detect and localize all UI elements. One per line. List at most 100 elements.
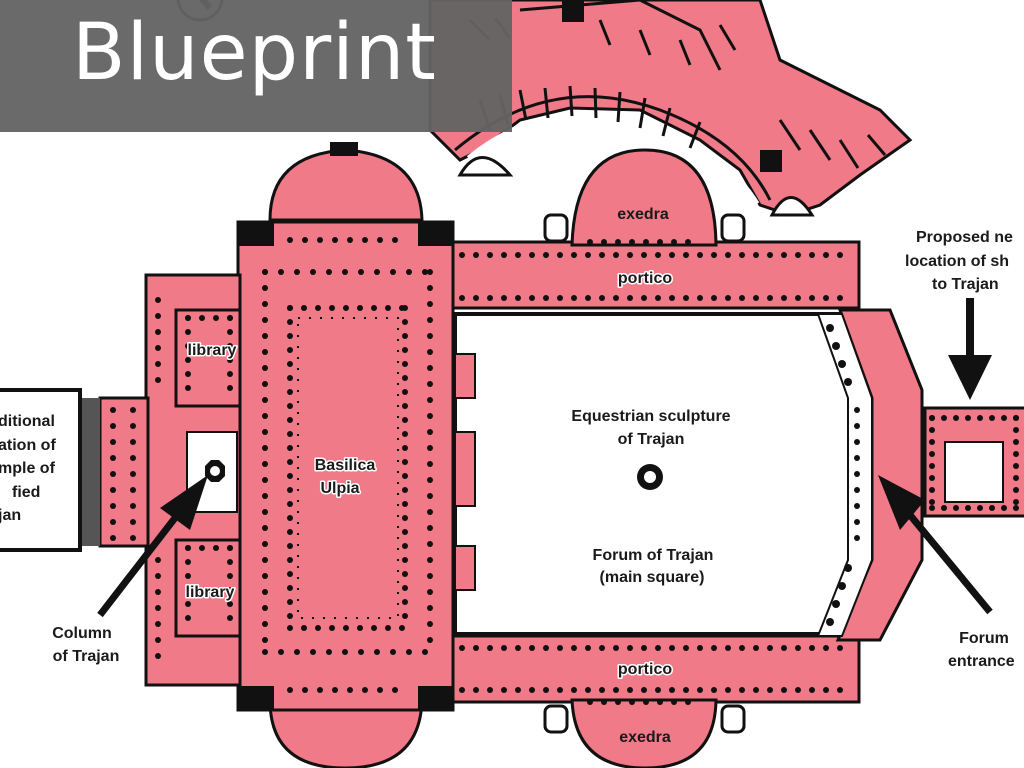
arrow-forum-entrance: [878, 475, 993, 615]
column-dot: [155, 313, 161, 319]
column-dot: [837, 645, 843, 651]
equestrian-sculpture-marker: [637, 464, 663, 490]
label-column-2: of Trajan: [53, 648, 120, 665]
column-dot: [781, 295, 787, 301]
label-library-bottom: library: [186, 584, 235, 601]
column-dot: [155, 637, 161, 643]
column-dot: [753, 645, 759, 651]
column-dot: [427, 445, 433, 451]
column-dot: [287, 445, 293, 451]
column-dot: [941, 415, 947, 421]
column-dot: [929, 499, 935, 505]
column-dot: [287, 459, 293, 465]
column-dot: [629, 239, 635, 245]
column-dot: [953, 505, 959, 511]
column-dot: [844, 564, 852, 572]
column-dot: [725, 252, 731, 258]
label-temple-2: ation of: [0, 437, 56, 454]
column-dot: [585, 645, 591, 651]
column-dot: [641, 252, 647, 258]
label-proposed-2: location of sh: [905, 253, 1009, 270]
column-dot: [557, 252, 563, 258]
column-dot: [627, 295, 633, 301]
column-dot: [130, 423, 136, 429]
column-dot: [185, 559, 191, 565]
column-dot: [809, 295, 815, 301]
column-dot: [402, 543, 408, 549]
column-dot: [929, 505, 935, 511]
column-dot: [402, 347, 408, 353]
column-dot: [587, 699, 593, 705]
label-proposed-1: Proposed ne: [916, 229, 1013, 246]
column-dot: [1001, 505, 1007, 511]
column-dot: [287, 389, 293, 395]
column-dot: [402, 305, 408, 311]
label-temple-1: ditional: [0, 413, 55, 430]
column-dot: [739, 252, 745, 258]
column-dot: [989, 415, 995, 421]
column-dot: [227, 587, 233, 593]
column-dot: [585, 252, 591, 258]
column-dot: [1013, 505, 1019, 511]
column-dot: [278, 649, 284, 655]
column-dot: [287, 543, 293, 549]
column-dot: [262, 317, 268, 323]
column-dot: [385, 625, 391, 631]
column-dot: [795, 645, 801, 651]
column-dot: [402, 473, 408, 479]
column-dot: [767, 645, 773, 651]
column-dot: [427, 509, 433, 515]
label-library-top: library: [188, 342, 237, 359]
column-dot: [402, 613, 408, 619]
label-column-1: Column: [52, 625, 112, 642]
column-dot: [130, 439, 136, 445]
column-dot: [213, 315, 219, 321]
column-dot: [529, 645, 535, 651]
column-dot: [402, 501, 408, 507]
column-dot: [929, 475, 935, 481]
column-dot: [615, 239, 621, 245]
column-dot: [613, 252, 619, 258]
column-dot: [390, 649, 396, 655]
label-sculpture-2: of Trajan: [618, 431, 685, 448]
column-dot: [374, 269, 380, 275]
column-dot: [929, 487, 935, 493]
column-dot: [854, 519, 860, 525]
column-dot: [402, 403, 408, 409]
column-dot: [155, 621, 161, 627]
column-dot: [185, 315, 191, 321]
column-dot: [571, 645, 577, 651]
column-dot: [287, 305, 293, 311]
column-dot: [427, 541, 433, 547]
label-sculpture-1: Equestrian sculpture: [571, 408, 730, 425]
column-dot: [371, 305, 377, 311]
column-dot: [977, 415, 983, 421]
column-dot: [315, 305, 321, 311]
column-dot: [671, 699, 677, 705]
label-basilica-2: Ulpia: [320, 480, 359, 497]
column-dot: [377, 687, 383, 693]
column-dot: [697, 252, 703, 258]
label-portico-bottom: portico: [618, 661, 672, 678]
column-dot: [657, 699, 663, 705]
column-dot: [427, 493, 433, 499]
column-dot: [262, 573, 268, 579]
column-dot: [262, 333, 268, 339]
column-dot: [402, 529, 408, 535]
column-dot: [557, 295, 563, 301]
column-dot: [155, 605, 161, 611]
column-dot: [402, 585, 408, 591]
column-dot: [130, 535, 136, 541]
column-dot: [1013, 475, 1019, 481]
column-dot: [627, 252, 633, 258]
label-basilica-1: Basilica: [315, 457, 376, 474]
label-temple-3: mple of: [0, 460, 56, 477]
column-dot: [342, 269, 348, 275]
column-dot: [262, 621, 268, 627]
column-dot: [487, 295, 493, 301]
column-dot: [854, 503, 860, 509]
column-dot: [302, 237, 308, 243]
column-dot: [227, 545, 233, 551]
column-dot: [390, 269, 396, 275]
